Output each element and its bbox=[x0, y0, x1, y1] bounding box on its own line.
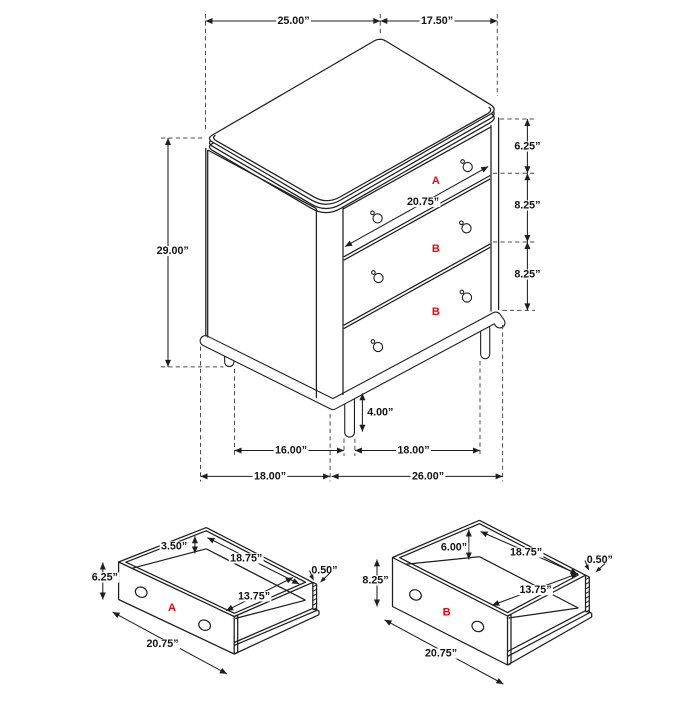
svg-text:4.00”: 4.00” bbox=[367, 407, 393, 419]
svg-text:26.00”: 26.00” bbox=[412, 470, 444, 482]
svg-text:17.50”: 17.50” bbox=[421, 15, 453, 27]
svg-text:0.50”: 0.50” bbox=[311, 564, 337, 576]
svg-text:A: A bbox=[432, 175, 440, 187]
svg-text:A: A bbox=[168, 602, 176, 614]
svg-text:18.00”: 18.00” bbox=[397, 445, 429, 457]
svg-text:25.00”: 25.00” bbox=[277, 15, 309, 27]
svg-text:6.25”: 6.25” bbox=[514, 141, 540, 153]
svg-text:13.75”: 13.75” bbox=[519, 584, 551, 596]
svg-text:18.00”: 18.00” bbox=[254, 470, 286, 482]
svg-text:29.00”: 29.00” bbox=[157, 245, 189, 257]
svg-text:20.75”: 20.75” bbox=[425, 648, 457, 660]
svg-text:B: B bbox=[432, 306, 440, 318]
svg-text:B: B bbox=[443, 607, 451, 619]
svg-text:8.25”: 8.25” bbox=[514, 269, 540, 281]
svg-text:18.75”: 18.75” bbox=[230, 552, 262, 564]
svg-text:8.25”: 8.25” bbox=[362, 575, 388, 587]
svg-text:20.75”: 20.75” bbox=[146, 638, 178, 650]
svg-text:16.00”: 16.00” bbox=[275, 445, 307, 457]
svg-text:6.00”: 6.00” bbox=[441, 542, 467, 554]
svg-text:6.25”: 6.25” bbox=[92, 572, 118, 584]
svg-text:20.75”: 20.75” bbox=[407, 196, 439, 208]
svg-text:B: B bbox=[432, 243, 440, 255]
svg-text:18.75”: 18.75” bbox=[510, 547, 542, 559]
svg-text:0.50”: 0.50” bbox=[587, 554, 613, 566]
svg-text:13.75”: 13.75” bbox=[238, 590, 270, 602]
svg-text:3.50”: 3.50” bbox=[161, 541, 187, 553]
svg-text:8.25”: 8.25” bbox=[514, 200, 540, 212]
